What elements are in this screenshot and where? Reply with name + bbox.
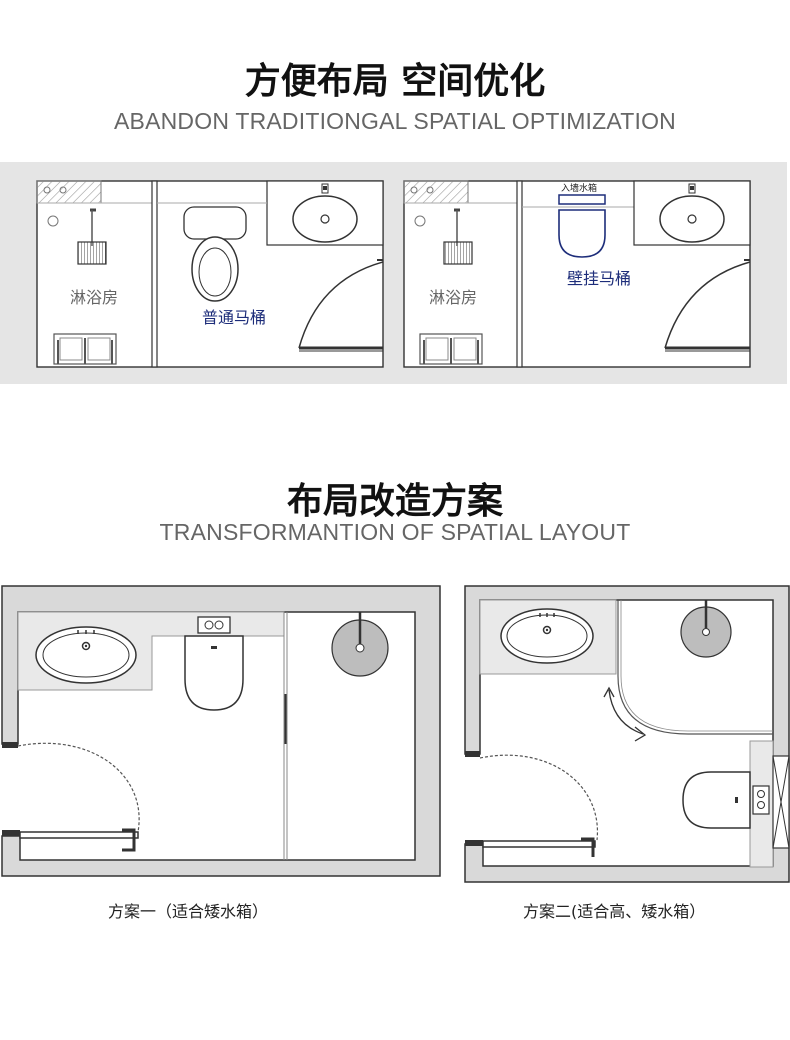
- toilet-bowl-icon: [191, 236, 239, 302]
- door-leaf: [19, 831, 139, 839]
- toilet-icon: [682, 771, 751, 829]
- toilet-icon: [184, 635, 244, 711]
- layout-plan-a: [1, 585, 441, 877]
- plan-b-caption: 方案二(适合高、矮水箱）: [523, 902, 706, 921]
- basin-icon: [659, 195, 725, 243]
- floor-drain-icon: [77, 241, 107, 265]
- flush-plate-icon: [197, 616, 231, 634]
- tank-label: 入墙水箱: [561, 182, 597, 194]
- section2-title: 布局改造方案: [286, 481, 503, 522]
- floorplan-wall-hung-toilet: 淋浴房 入墙水箱 壁挂马桶: [403, 180, 751, 368]
- valve-icon: [47, 215, 59, 227]
- flush-plate-icon: [752, 785, 770, 815]
- plan-a-caption: 方案一（适合矮水箱）: [108, 902, 269, 921]
- shower-door-arc: [664, 261, 751, 349]
- door-leaf: [482, 840, 596, 848]
- basin-icon: [35, 626, 137, 684]
- floor-drain-icon: [443, 241, 473, 265]
- layout-plan-b: [464, 585, 790, 883]
- valve-icon: [414, 215, 426, 227]
- wall-hung-toilet-icon: [558, 209, 606, 258]
- shower-door-arc: [298, 261, 384, 349]
- curved-shower-screen: [617, 600, 773, 735]
- section2-subtitle: TRANSFORMANTION OF SPATIAL LAYOUT: [159, 519, 631, 545]
- toilet-label: 普通马桶: [202, 308, 266, 327]
- rotate-arrow-icon: [608, 689, 644, 735]
- floorplan-conventional-toilet: 淋浴房 普通马桶: [36, 180, 384, 368]
- shower-label: 淋浴房: [429, 288, 477, 307]
- shower-label: 淋浴房: [70, 288, 118, 307]
- section1-subtitle: ABANDON TRADITIONGAL SPATIAL OPTIMIZATIO…: [114, 108, 676, 134]
- door-swing-arc: [17, 742, 140, 833]
- toilet-label: 壁挂马桶: [567, 269, 631, 288]
- in-wall-tank: [558, 194, 606, 205]
- toilet-tank: [183, 206, 247, 240]
- section1-title: 方便布局 空间优化: [244, 61, 546, 102]
- basin-icon: [500, 608, 594, 664]
- basin-icon: [292, 195, 358, 243]
- door-swing-arc: [479, 754, 598, 841]
